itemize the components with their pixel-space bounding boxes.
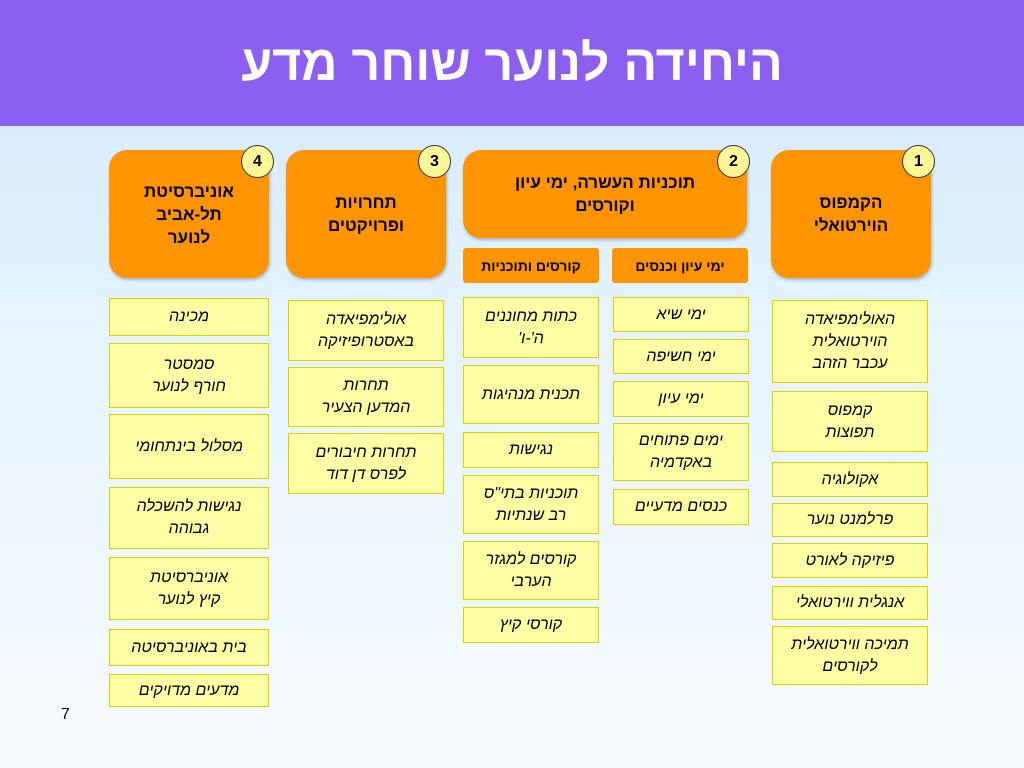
list-item-courses-programs: כתות מחוננים ה'-ו' [463, 297, 599, 358]
page-title: היחידה לנוער שוחר מדע [241, 35, 783, 91]
list-item-tau-youth: נגישות להשכלה גבוהה [109, 487, 269, 549]
list-item-tau-youth: אוניברסיטת קיץ לנוער [109, 557, 269, 620]
list-item-tau-youth: סמסטר חורף לנוער [109, 343, 269, 408]
list-item-days-conferences: ימי חשיפה [613, 339, 749, 374]
list-item-virtual-campus: האולימפיאדה הוירטואלית עכבר הזהב [772, 300, 928, 383]
list-item-courses-programs: נגישות [463, 432, 599, 468]
list-item-courses-programs: קורסים למגזר הערבי [463, 541, 599, 600]
list-item-virtual-campus: פיזיקה לאורט [772, 543, 928, 578]
list-item-virtual-campus: תמיכה ווירטואלית לקורסים [772, 626, 928, 685]
list-item-tau-youth: מסלול בינתחומי [109, 414, 269, 479]
category-number-badge: 1 [902, 145, 935, 178]
category-enrichment: תוכניות העשרה, ימי עיון וקורסים [463, 150, 747, 238]
category-competitions: תחרויות ופרויקטים [286, 150, 446, 278]
list-item-courses-programs: תוכניות בתי"ס רב שנתיות [463, 475, 599, 534]
category-number-badge: 4 [241, 145, 274, 178]
list-item-virtual-campus: אקולוגיה [772, 462, 928, 497]
list-item-tau-youth: מכינה [109, 298, 269, 336]
subcategory-courses-programs: קורסים ותוכניות [463, 248, 599, 283]
list-item-tau-youth: בית באוניברסיטה [109, 629, 269, 666]
list-item-days-conferences: ימים פתוחים באקדמיה [613, 423, 749, 481]
category-tau-youth: אוניברסיטת תל-אביב לנוער [109, 150, 269, 278]
list-item-virtual-campus: אנגלית ווירטואלי [772, 586, 928, 620]
list-item-courses-programs: קורסי קיץ [463, 607, 599, 643]
list-item-tau-youth: מדעים מדויקים [109, 674, 269, 707]
list-item-days-conferences: כנסים מדעיים [613, 489, 749, 525]
page-number: 7 [61, 706, 70, 723]
list-item-virtual-campus: פרלמנט נוער [772, 503, 928, 537]
category-number-badge: 3 [418, 145, 451, 178]
category-enrichment-label: תוכניות העשרה, ימי עיון וקורסים [514, 173, 696, 215]
title-bar: היחידה לנוער שוחר מדע [0, 0, 1024, 126]
category-virtual-campus-label: הקמפוס הוירטואלי [813, 193, 889, 235]
list-item-competitions: תחרות המדען הצעיר [288, 367, 444, 427]
list-item-days-conferences: ימי שיא [613, 297, 749, 332]
list-item-days-conferences: ימי עיון [613, 381, 749, 417]
subcategory-days-conferences: ימי עיון וכנסים [612, 248, 748, 283]
list-item-competitions: אולימפיאדה באסטרופיזיקה [288, 300, 444, 361]
list-item-courses-programs: תכנית מנהיגות [463, 365, 599, 424]
category-number-badge: 2 [717, 145, 750, 178]
category-tau-youth-label: אוניברסיטת תל-אביב לנוער [144, 181, 234, 247]
category-competitions-label: תחרויות ופרויקטים [327, 193, 405, 235]
list-item-competitions: תחרות חיבורים לפרס דן דוד [288, 433, 444, 494]
list-item-virtual-campus: קמפוס תפוצות [772, 391, 928, 452]
